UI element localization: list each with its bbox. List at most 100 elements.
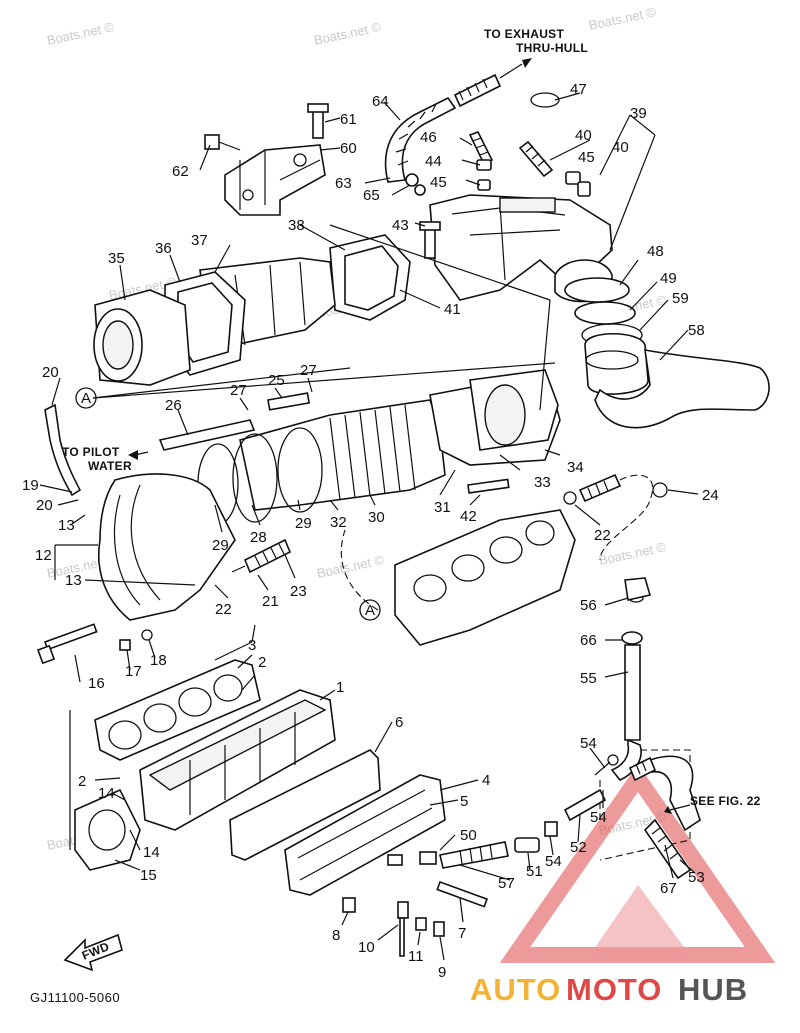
logo-triangle [499,763,776,963]
callout-39: 39 [630,105,647,122]
callout-43: 43 [392,217,409,234]
callout-33: 33 [534,474,551,491]
callout-36: 36 [155,240,172,257]
diagram-code: GJ11100-5060 [30,990,120,1005]
callout-44: 44 [425,153,442,170]
callout-8: 8 [332,927,340,944]
callout-2: 2 [258,654,266,671]
callout-19: 19 [22,477,39,494]
callout-37: 37 [191,232,208,249]
callout-26: 26 [165,397,182,414]
callout-40: 40 [612,139,629,156]
see-fig-note: SEE FIG. 22 [690,794,761,808]
callout-67: 67 [660,880,677,897]
callout-4: 4 [482,772,490,789]
callout-16: 16 [88,675,105,692]
exhaust-note-line1: TO EXHAUST [484,27,564,41]
callout-52: 52 [570,839,587,856]
callout-21: 21 [262,593,279,610]
callout-38: 38 [288,217,305,234]
bracket-assembly [204,103,329,216]
callout-56: 56 [580,597,597,614]
callouts: 1 2 2 3 4 5 6 7 8 9 10 11 12 13 13 14 14… [22,81,719,981]
callout-3: 3 [248,637,256,654]
callout-27: 27 [230,382,247,399]
callout-59: 59 [672,290,689,307]
callout-6: 6 [395,714,403,731]
automotohub-logo: AUTO MOTO HUB [470,972,748,1007]
callout-30: 30 [368,509,385,526]
callout-20: 20 [42,364,59,381]
callout-49: 49 [660,270,677,287]
fwd-arrow-icon: FWD [63,933,123,972]
callout-45: 45 [430,174,447,191]
callout-34: 34 [567,459,584,476]
callout-11: 11 [408,948,424,965]
callout-57: 57 [498,875,515,892]
pilot-note-line1: TO PILOT [62,445,120,459]
callout-31: 31 [434,499,451,516]
callout-54: 54 [580,735,597,752]
callout-2: 2 [78,773,86,790]
callout-54: 54 [545,853,562,870]
callout-32: 32 [330,514,347,531]
callout-45: 45 [578,149,595,166]
exhaust-hoses [384,58,591,197]
callout-40: 40 [575,127,592,144]
callout-63: 63 [335,175,352,192]
exhaust-note-line2: THRU-HULL [516,41,588,55]
watermark: Boats.net © [46,19,116,48]
logo-hub-text: HUB [678,972,748,1007]
callout-61: 61 [340,111,357,128]
logo-auto-text: AUTO [470,972,561,1007]
callout-20: 20 [36,497,53,514]
callout-29: 29 [212,537,229,554]
callout-7: 7 [458,925,466,942]
callout-42: 42 [460,508,477,525]
callout-18: 18 [150,652,167,669]
pilot-note-line2: WATER [88,459,132,473]
callout-17: 17 [125,663,142,680]
water-hose-assembly [387,577,701,880]
callout-47: 47 [570,81,587,98]
callout-46: 46 [420,129,437,146]
callout-48: 48 [647,243,664,260]
callout-23: 23 [290,583,307,600]
watermark: Boats.net © [313,19,383,48]
callout-64: 64 [372,93,389,110]
callout-22: 22 [215,601,232,618]
manifold-assembly [36,623,489,957]
ref-label-a: A [365,602,375,619]
callout-27: 27 [300,362,317,379]
callout-13: 13 [65,572,82,589]
logo-moto-text: MOTO [566,972,662,1007]
callout-41: 41 [444,301,461,318]
exhaust-pipe-assembly [93,234,411,386]
callout-54: 54 [590,809,607,826]
callout-24: 24 [702,487,719,504]
callout-55: 55 [580,670,597,687]
callout-65: 65 [363,187,380,204]
callout-14: 14 [98,785,115,802]
callout-51: 51 [526,863,543,880]
callout-13: 13 [58,517,75,534]
watermark: Boats.net © [588,4,658,33]
callout-66: 66 [580,632,597,649]
callout-62: 62 [172,163,189,180]
callout-14: 14 [143,844,160,861]
callout-53: 53 [688,869,705,886]
callout-35: 35 [108,250,125,267]
callout-15: 15 [140,867,157,884]
watermark: Boats.net © [316,552,386,581]
outlet-hose-assembly [564,277,770,429]
callout-22: 22 [594,527,611,544]
middle-assembly [44,369,668,621]
water-jacket [394,509,576,646]
callout-29: 29 [295,515,312,532]
callout-12: 12 [35,547,52,564]
callout-60: 60 [340,140,357,157]
callout-50: 50 [460,827,477,844]
leader-lines [39,92,699,961]
callout-5: 5 [460,793,468,810]
